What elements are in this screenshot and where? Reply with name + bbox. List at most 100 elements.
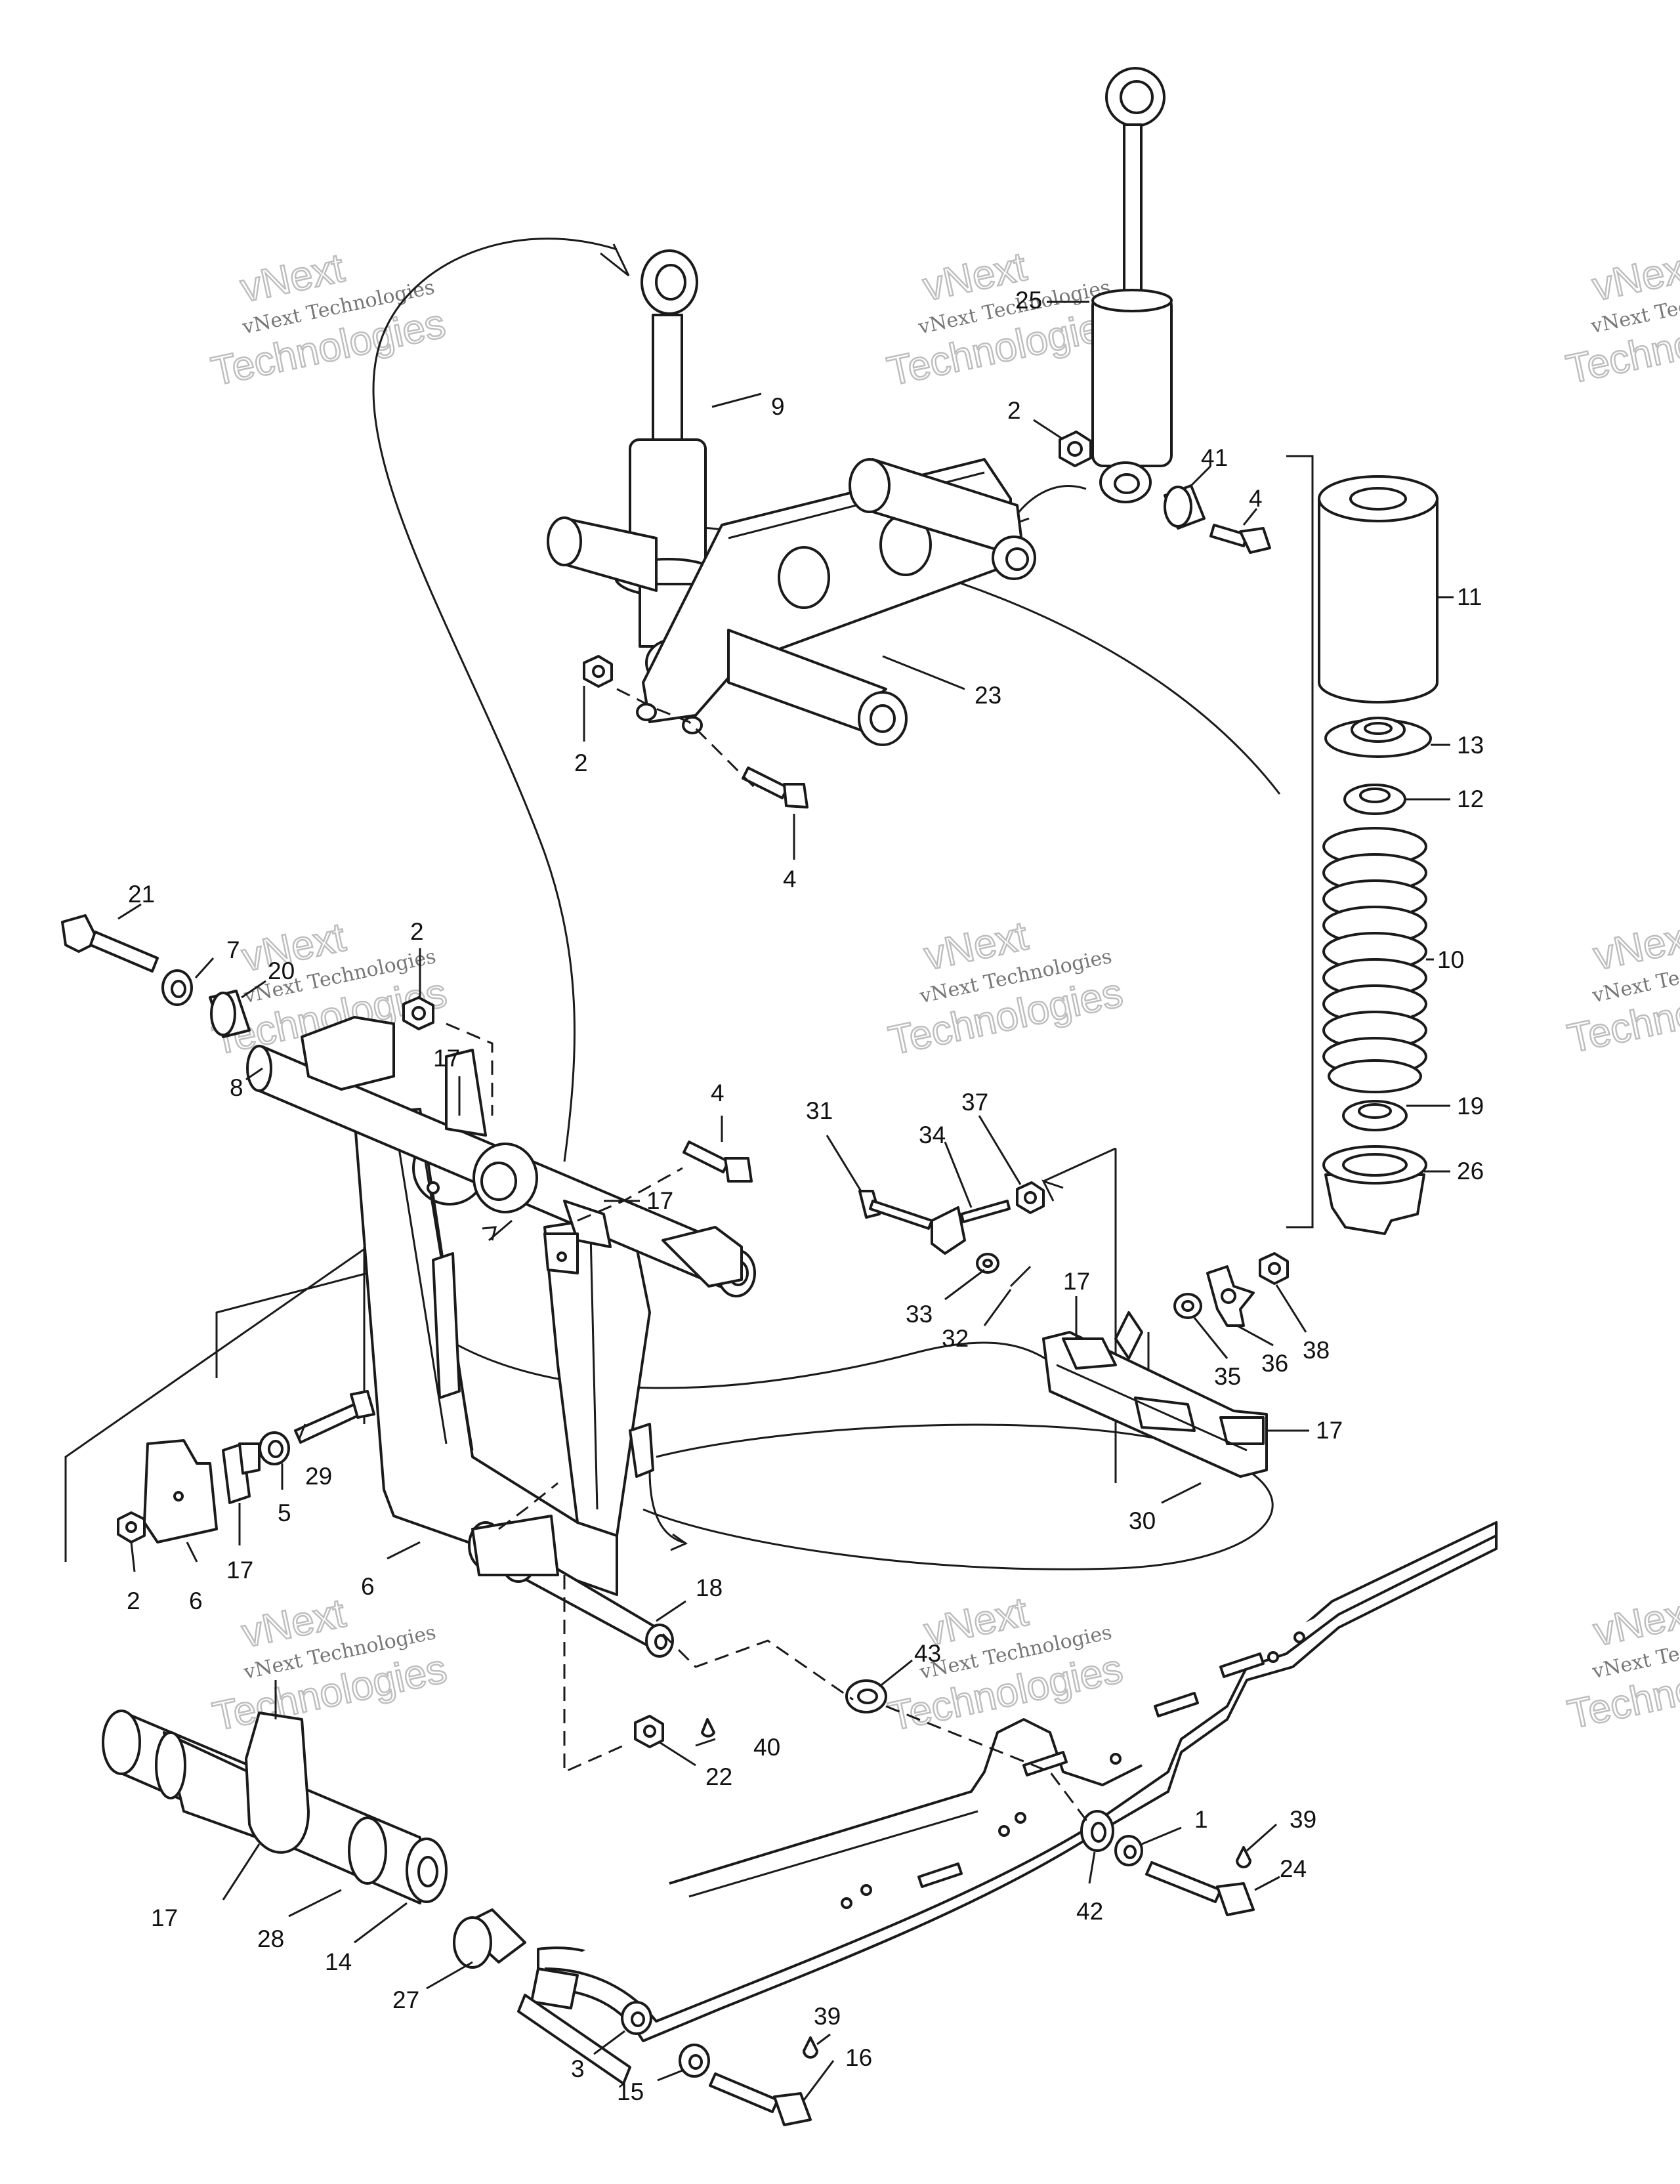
bolt-34-shank	[960, 1200, 1011, 1223]
bracket-34	[931, 1206, 966, 1255]
fitting-22-hole	[643, 1725, 656, 1738]
bolt-4-top-right-shank	[1209, 524, 1248, 547]
callout-37: 37	[961, 1089, 988, 1116]
callout-30: 30	[1129, 1507, 1156, 1534]
cross-tube-right-hole	[1005, 547, 1029, 571]
shock25-bottom-eye-hole	[1114, 473, 1140, 494]
callout-39-lower: 39	[814, 2003, 841, 2030]
bracket-17-lower	[245, 1712, 310, 1854]
leader-21	[117, 903, 142, 920]
rail-slot-2	[1022, 1751, 1068, 1776]
bushing-20-end	[210, 992, 236, 1036]
nut-38-hole	[1268, 1262, 1281, 1275]
cotter-pin-32	[1009, 1265, 1032, 1288]
arm-detail-dot	[427, 1181, 440, 1194]
callout-17-top: 17	[433, 1045, 460, 1072]
shaft-collar-hole	[480, 1162, 517, 1201]
arm-left-edge	[392, 1115, 448, 1444]
callout-27: 27	[392, 1986, 419, 2013]
callout-3: 3	[571, 2055, 585, 2082]
shaft-28-left-collar	[155, 1731, 186, 1799]
bolt-24-shank	[1145, 1861, 1222, 1903]
spring-cover-11-hole	[1349, 487, 1407, 511]
leader-38	[1275, 1284, 1307, 1333]
callout-17-stopper: 17	[1063, 1268, 1090, 1295]
leader-28	[288, 1889, 342, 1918]
shaft-14-left-end	[102, 1710, 141, 1775]
shock25-rod	[1123, 123, 1143, 303]
shock-routing-arrowhead	[600, 243, 630, 277]
rail-slot-4	[1219, 1652, 1265, 1678]
shaft-14-right-hole	[417, 1856, 438, 1887]
coil-spring-10	[1322, 827, 1427, 1093]
upper-shaft-8	[246, 1016, 756, 1297]
rail-slot-3	[1154, 1692, 1199, 1717]
slide-rail	[517, 1521, 1498, 2085]
lower-left-shaft	[102, 1680, 526, 1969]
rail-front-tip	[530, 1967, 579, 2009]
spring-adjuster-26-hole	[1342, 1153, 1408, 1177]
leader-16	[803, 2060, 835, 2101]
stopper-bracket-mid	[1114, 1311, 1143, 1360]
leader-30	[1161, 1482, 1202, 1504]
rail-hole-2	[860, 1884, 872, 1896]
spring-washer-19-hole	[1358, 1103, 1392, 1119]
shock-top-eye-hole	[655, 264, 686, 301]
washer-33-hole	[982, 1259, 993, 1268]
left-plate-bracket-2	[215, 1272, 368, 1378]
callout-4-shock: 4	[783, 866, 797, 892]
callout-22: 22	[705, 1763, 732, 1790]
lower-axle-18	[468, 1515, 674, 1658]
leader-35	[1193, 1317, 1228, 1359]
callout-34: 34	[919, 1122, 946, 1148]
spring-stack-bracket	[1286, 455, 1314, 1228]
callout-2-plate: 2	[127, 1587, 140, 1614]
bolt-4-mid-head	[724, 1157, 753, 1183]
watermark-low-left: vNext vNext Technologies Technologies	[208, 1589, 452, 1740]
spring-washer-12-hole	[1359, 788, 1391, 803]
leader-9	[711, 392, 762, 408]
hardware-rail	[621, 1810, 1255, 2126]
bracket-17-top	[445, 1049, 487, 1137]
callout-14: 14	[325, 1948, 352, 1975]
callout-2-top-right: 2	[1007, 397, 1021, 424]
spring-cover-11	[1318, 497, 1438, 704]
bolt-4-top-right-head	[1239, 527, 1271, 554]
callout-18: 18	[696, 1574, 723, 1601]
leader-40	[695, 1738, 716, 1747]
lower-loop-curve	[642, 1423, 1274, 1570]
callout-8: 8	[230, 1074, 243, 1101]
stopper-bracket-left	[1062, 1337, 1117, 1370]
callout-11: 11	[1457, 583, 1482, 610]
leader-18	[656, 1600, 686, 1622]
leader-17-lower	[222, 1843, 261, 1900]
bolt-21-shank	[89, 931, 159, 973]
callout-19: 19	[1457, 1093, 1484, 1120]
callout-5: 5	[278, 1500, 291, 1526]
callout-20: 20	[268, 957, 295, 984]
hardware-center	[634, 1679, 887, 1748]
hardware-top-right	[1059, 430, 1271, 554]
callout-4-top-right: 4	[1249, 485, 1263, 512]
leader-37	[978, 1115, 1022, 1185]
hardware-plate-left	[117, 1390, 375, 1544]
leader-39-lower	[816, 2033, 831, 2046]
leader-39-upper	[1246, 1823, 1277, 1852]
dash-nut-left	[446, 1022, 494, 1116]
leader-6-arm	[387, 1541, 421, 1560]
shock25-top-cap	[1091, 289, 1173, 312]
bushing-43-hole	[857, 1689, 878, 1704]
nut-2-plate-hole	[125, 1521, 137, 1533]
callout-28: 28	[257, 1925, 284, 1952]
bushing-42-hole	[1091, 1822, 1106, 1843]
pin-31-shank	[869, 1200, 933, 1230]
rail-hole-4	[1015, 1812, 1026, 1824]
spring-stack	[1318, 475, 1438, 1235]
callout-12: 12	[1457, 786, 1484, 812]
bushing-27-end	[453, 1916, 492, 1969]
cross-tube-lower-hole	[870, 704, 896, 733]
leader-14	[354, 1902, 408, 1944]
callout-numbers: 9 25 2 41 4 11 13 12 10 19 26 23 2 4 21 …	[127, 287, 1484, 2105]
spring-seat-13-hole	[1364, 722, 1393, 735]
lower-axle-lug	[471, 1515, 559, 1576]
